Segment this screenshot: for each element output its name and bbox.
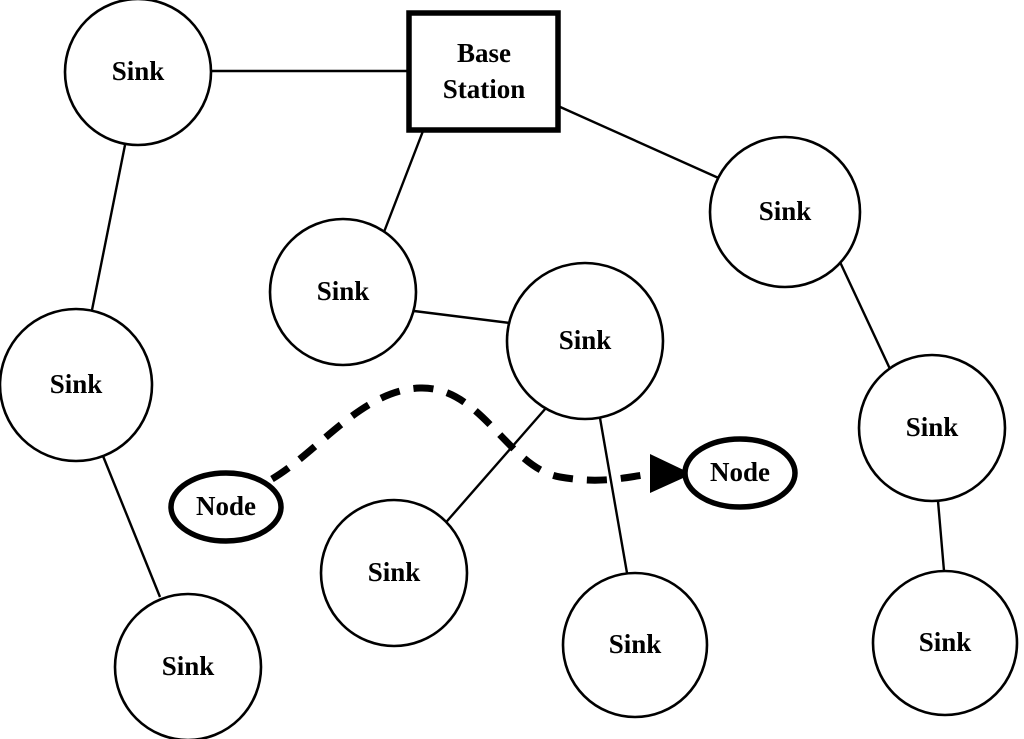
- sink-circle[interactable]: [0, 307, 154, 463]
- sink-circle[interactable]: [505, 261, 665, 421]
- edge-sink-top-left--sink-left[interactable]: [90, 144, 127, 311]
- node-sink-right-upper[interactable]: Sink: [708, 135, 862, 289]
- sink-circle[interactable]: [113, 592, 263, 739]
- sink-circle[interactable]: [871, 569, 1019, 717]
- route-node-source--node-destination[interactable]: [270, 384, 651, 484]
- sink-label: Sink: [50, 369, 103, 399]
- node-sink-center[interactable]: Sink: [505, 261, 665, 421]
- node-sink-bottom-right[interactable]: Sink: [871, 569, 1019, 717]
- sink-circle[interactable]: [63, 0, 213, 147]
- node-sink-mid-left[interactable]: Sink: [268, 217, 418, 367]
- node-sink-right-lower[interactable]: Sink: [857, 353, 1007, 503]
- edge-sink-center--sink-bottom-mid[interactable]: [440, 407, 547, 529]
- node-sink-bottom-center[interactable]: Sink: [561, 571, 709, 719]
- node-source[interactable]: Node: [168, 470, 284, 544]
- sink-label: Sink: [317, 276, 370, 306]
- sink-label: Sink: [112, 56, 165, 86]
- sink-circle[interactable]: [319, 498, 469, 648]
- node-label: Node: [710, 457, 770, 487]
- node-sink-bottom-left[interactable]: Sink: [113, 592, 263, 739]
- base-station-label-line2: Station: [443, 74, 526, 104]
- sink-label: Sink: [162, 651, 215, 681]
- edge-sink-left--sink-bottom-left[interactable]: [101, 455, 162, 598]
- edge-sink-right-lower--sink-bottom-right[interactable]: [936, 500, 946, 572]
- edge-sink-center--sink-bottom-center[interactable]: [598, 417, 629, 574]
- sink-label: Sink: [759, 196, 812, 226]
- sink-label: Sink: [609, 629, 662, 659]
- sink-circle[interactable]: [857, 353, 1007, 503]
- route-arrowhead-icon: [650, 454, 692, 493]
- node-sink-left[interactable]: Sink: [0, 307, 154, 463]
- base-station-label-line1: Base: [457, 38, 511, 68]
- edge-base-station--sink-mid-left[interactable]: [382, 130, 425, 233]
- sink-circle[interactable]: [268, 217, 418, 367]
- edge-sink-right-upper--sink-right-lower[interactable]: [838, 261, 892, 370]
- node-destination[interactable]: Node: [682, 436, 798, 510]
- base-station-box[interactable]: [406, 10, 561, 133]
- node-ellipse[interactable]: [168, 470, 284, 544]
- sink-label: Sink: [368, 557, 421, 587]
- route-layer: [270, 384, 692, 493]
- sink-label: Sink: [919, 627, 972, 657]
- sink-circle[interactable]: [561, 571, 709, 719]
- sink-circle[interactable]: [708, 135, 862, 289]
- node-sink-top-left[interactable]: Sink: [63, 0, 213, 147]
- sink-label: Sink: [906, 412, 959, 442]
- edge-sink-mid-left--sink-center[interactable]: [413, 309, 511, 325]
- edge-layer: [90, 69, 946, 598]
- node-label: Node: [196, 491, 256, 521]
- node-ellipse[interactable]: [682, 436, 798, 510]
- edge-base-station--sink-right-upper[interactable]: [557, 104, 724, 182]
- sink-label: Sink: [559, 325, 612, 355]
- node-sink-bottom-mid[interactable]: Sink: [319, 498, 469, 648]
- node-base-station[interactable]: Base Station: [406, 10, 561, 133]
